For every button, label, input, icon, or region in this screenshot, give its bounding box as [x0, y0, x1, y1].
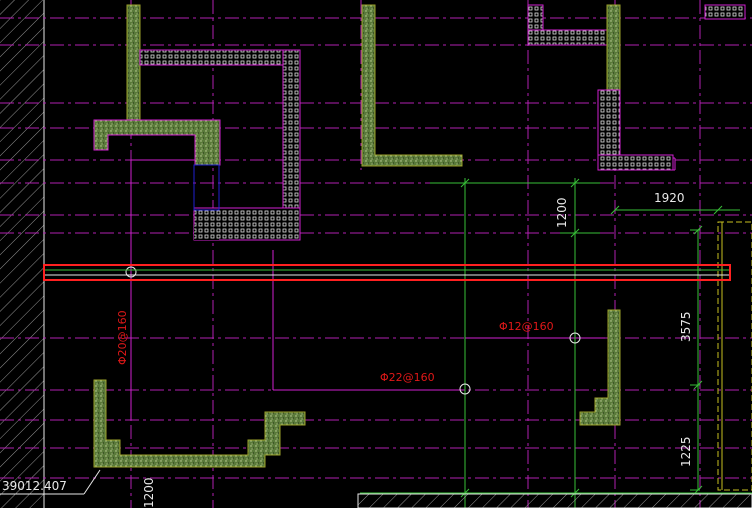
rebar-label-center: Φ22@160	[380, 371, 435, 384]
grid-lines-magenta	[0, 17, 752, 479]
wall-upper-right	[527, 4, 746, 171]
rebar-label-left: Φ20@160	[116, 310, 129, 365]
selection-highlight-box	[43, 264, 731, 281]
coordinate-readout-text: 39012.407	[2, 479, 67, 493]
wall-upper-left	[93, 4, 301, 241]
wall-right-bracket	[579, 309, 621, 426]
bottom-hatch-strip	[357, 493, 752, 508]
dim-label-1225: 1225	[679, 436, 693, 467]
coordinate-readout: 39012.407	[0, 469, 101, 495]
dim-label-1920: 1920	[654, 191, 685, 205]
dim-label-1200-bottom: 1200	[142, 477, 156, 508]
selected-beam[interactable]	[43, 264, 731, 281]
dim-label-3575: 3575	[679, 311, 693, 342]
rebar-markers	[125, 266, 581, 395]
wall-center-top	[361, 4, 463, 167]
dim-label-1200-upper: 1200	[555, 197, 569, 228]
rebar-label-right: Φ12@160	[499, 320, 554, 333]
column-right-dashed	[717, 221, 752, 491]
wall-bottom-left	[93, 379, 306, 468]
dimension-ticks	[460, 178, 723, 498]
left-hatch-zone	[0, 0, 45, 508]
